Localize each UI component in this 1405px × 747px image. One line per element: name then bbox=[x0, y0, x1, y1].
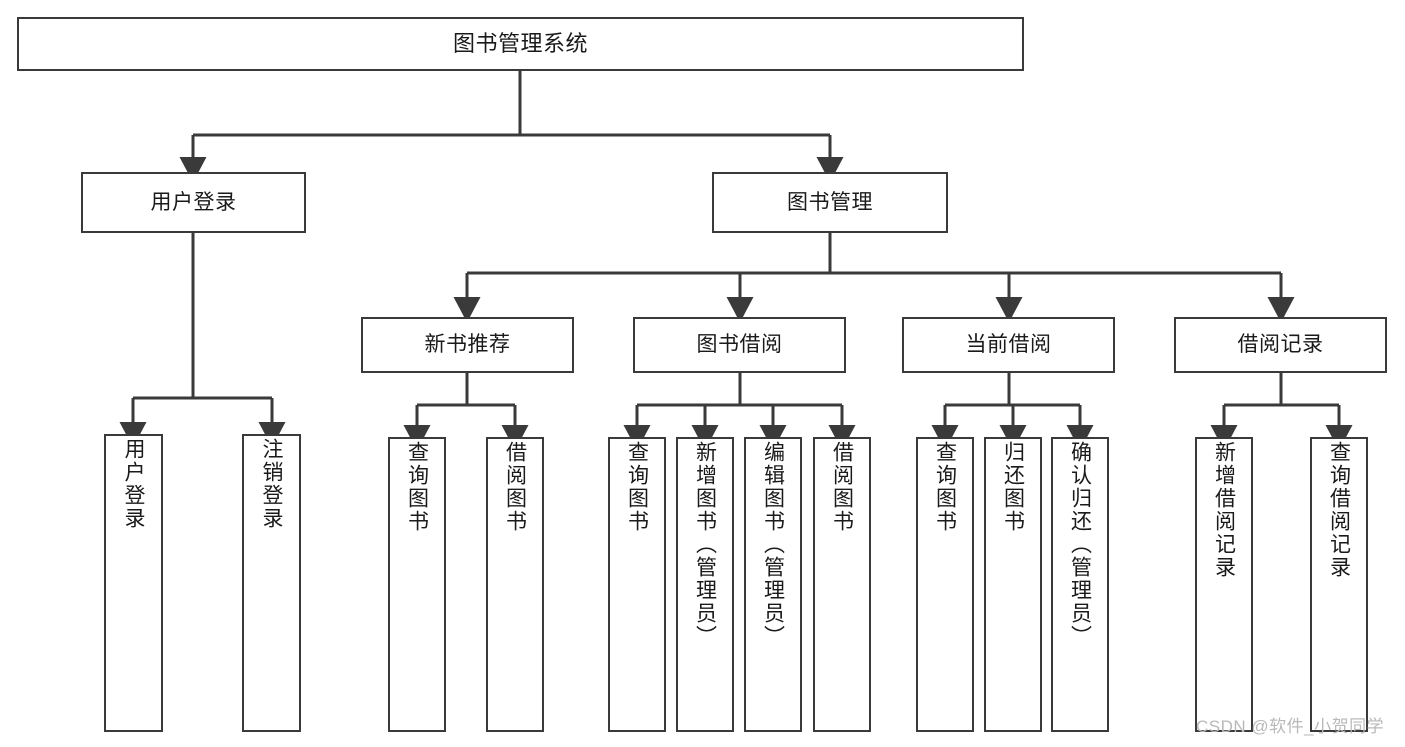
node-user-login[interactable]: 用户登录 bbox=[81, 172, 306, 233]
node-leaf-return-book-label: 归还图书 bbox=[1001, 441, 1025, 533]
node-new-book-rec[interactable]: 新书推荐 bbox=[361, 317, 574, 373]
node-root[interactable]: 图书管理系统 bbox=[17, 17, 1024, 71]
node-leaf-edit-book[interactable]: 编辑图书（管理员） bbox=[744, 437, 802, 732]
node-leaf-logout-label: 注销登录 bbox=[260, 438, 283, 530]
node-leaf-borrow-book-1-label: 借阅图书 bbox=[503, 441, 527, 533]
node-leaf-user-login-label: 用户登录 bbox=[122, 438, 145, 530]
node-leaf-user-login[interactable]: 用户登录 bbox=[104, 434, 163, 732]
node-borrow-record-label: 借阅记录 bbox=[1237, 333, 1324, 357]
node-current-borrow[interactable]: 当前借阅 bbox=[902, 317, 1115, 373]
node-leaf-query-book-3[interactable]: 查询图书 bbox=[916, 437, 974, 732]
node-book-manage-label: 图书管理 bbox=[787, 190, 873, 214]
node-leaf-confirm-return[interactable]: 确认归还（管理员） bbox=[1051, 437, 1109, 732]
node-leaf-query-book-2[interactable]: 查询图书 bbox=[608, 437, 666, 732]
node-current-borrow-label: 当前借阅 bbox=[965, 333, 1052, 357]
node-book-borrow-label: 图书借阅 bbox=[696, 333, 783, 357]
node-leaf-edit-book-label: 编辑图书（管理员） bbox=[761, 441, 785, 648]
node-borrow-record[interactable]: 借阅记录 bbox=[1174, 317, 1387, 373]
node-leaf-return-book[interactable]: 归还图书 bbox=[984, 437, 1042, 732]
watermark: CSDN @软件_小贺同学 bbox=[1196, 717, 1385, 736]
node-user-login-label: 用户登录 bbox=[150, 190, 237, 214]
node-leaf-add-record[interactable]: 新增借阅记录 bbox=[1195, 437, 1253, 732]
node-new-book-rec-label: 新书推荐 bbox=[424, 333, 511, 357]
node-leaf-confirm-return-label: 确认归还（管理员） bbox=[1068, 441, 1092, 648]
node-leaf-query-book-1-label: 查询图书 bbox=[405, 441, 429, 533]
node-leaf-query-book-1[interactable]: 查询图书 bbox=[388, 437, 446, 732]
node-leaf-query-record-label: 查询借阅记录 bbox=[1327, 441, 1351, 579]
node-leaf-query-book-2-label: 查询图书 bbox=[625, 441, 649, 533]
node-leaf-borrow-book-2[interactable]: 借阅图书 bbox=[813, 437, 871, 732]
node-leaf-add-book-label: 新增图书（管理员） bbox=[693, 441, 717, 648]
node-leaf-logout[interactable]: 注销登录 bbox=[242, 434, 301, 732]
node-root-label: 图书管理系统 bbox=[452, 30, 588, 56]
node-leaf-borrow-book-2-label: 借阅图书 bbox=[830, 441, 854, 533]
node-leaf-query-book-3-label: 查询图书 bbox=[933, 441, 957, 533]
node-leaf-add-record-label: 新增借阅记录 bbox=[1212, 441, 1236, 579]
node-book-manage[interactable]: 图书管理 bbox=[712, 172, 948, 233]
node-leaf-borrow-book-1[interactable]: 借阅图书 bbox=[486, 437, 544, 732]
node-book-borrow[interactable]: 图书借阅 bbox=[633, 317, 846, 373]
node-leaf-add-book[interactable]: 新增图书（管理员） bbox=[676, 437, 734, 732]
node-leaf-query-record[interactable]: 查询借阅记录 bbox=[1310, 437, 1368, 732]
